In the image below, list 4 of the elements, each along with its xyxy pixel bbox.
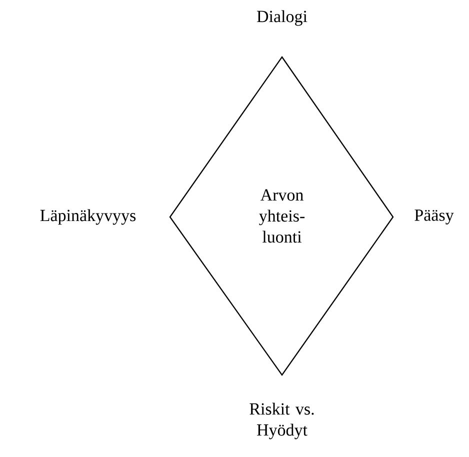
vertex-label: Läpinäkyvyys	[40, 209, 136, 225]
vertex-label: Riskit vs. Hyödyt	[250, 402, 314, 440]
vertex-label: Dialogi	[257, 10, 308, 26]
vertex-label: Pääsy	[414, 210, 454, 224]
